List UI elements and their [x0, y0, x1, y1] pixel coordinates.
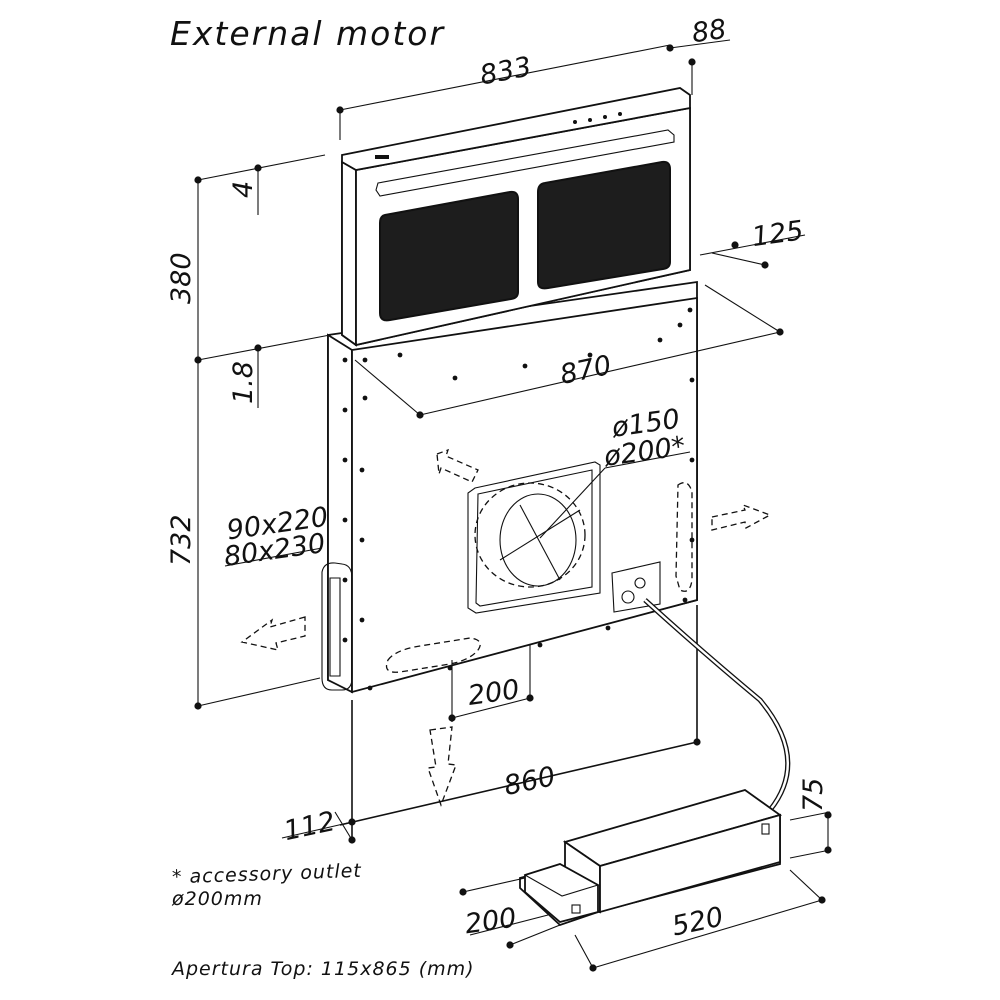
dimension-lines — [194, 39, 832, 972]
side-port-icon — [321, 562, 353, 691]
grille-left-icon — [379, 190, 519, 322]
arrow-up-left-icon — [436, 448, 479, 483]
dim-body-height: 732 — [166, 514, 197, 566]
airflow-arrows — [240, 448, 772, 807]
power-cable — [643, 598, 791, 812]
note-aperture: Apertura Top: 115x865 (mm) — [170, 958, 475, 980]
arrow-right-icon — [711, 503, 772, 531]
base-frame — [339, 605, 698, 840]
dim-motor-width: 520 — [669, 901, 726, 942]
dim-top-depth: 88 — [690, 14, 728, 49]
grille-right-icon — [537, 160, 671, 290]
dim-gap: 1.8 — [228, 361, 259, 404]
panel-screws — [342, 307, 695, 691]
dim-motor-height: 75 — [798, 778, 829, 812]
hood-body — [321, 87, 698, 694]
dim-base-width: 860 — [501, 761, 558, 802]
note-accessory-line2: ø200mm — [171, 888, 263, 910]
dim-lid-thickness: 4 — [228, 181, 259, 198]
dim-motor-depth: 200 — [463, 902, 518, 940]
dim-rise-height: 380 — [166, 252, 197, 304]
external-motor-unit — [519, 789, 783, 927]
arrow-left-icon — [240, 616, 306, 651]
dim-top-width: 833 — [477, 51, 534, 91]
dim-bottom-port-offset: 200 — [466, 674, 521, 712]
dim-base-depth: 112 — [281, 806, 338, 847]
drawing-title: External motor — [170, 14, 445, 53]
note-accessory-line1: * accessory outlet — [172, 860, 363, 889]
arrow-down-icon — [427, 726, 457, 807]
dimension-labels: 833 88 4 380 1.8 732 870 125 ø150 ø200* … — [166, 14, 829, 943]
dim-side-offset: 125 — [750, 215, 805, 253]
